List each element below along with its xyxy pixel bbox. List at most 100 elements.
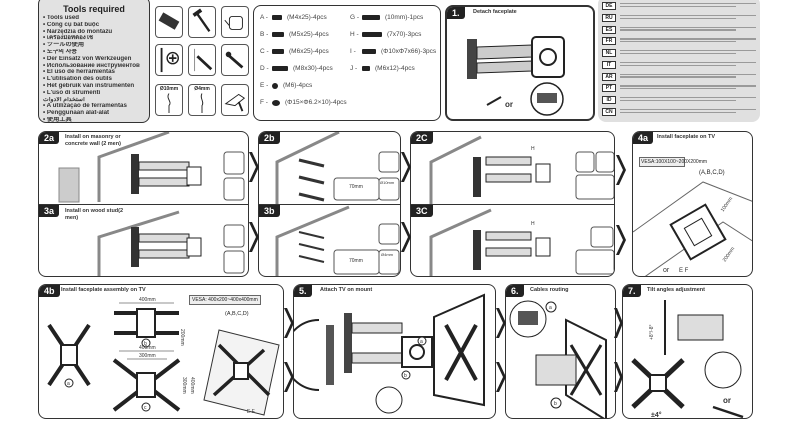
- tools-title: Tools required: [63, 4, 125, 14]
- arrow-icon: [616, 155, 626, 185]
- step-2b-3b-panel: 2b 3b 70mm Ø10mm 70mm Ø4mm: [258, 131, 401, 277]
- step-tag: 4a: [633, 132, 654, 144]
- tool-icons-grid: Ø10mm Ø4mm: [155, 6, 250, 121]
- pencil-icon: [188, 44, 216, 76]
- step-2a-3a-panel: 2a Install on masonry or concrete wall (…: [38, 131, 249, 277]
- disclaimer-row: PT: [602, 84, 756, 94]
- part-spec: (M4x25)-4pcs: [287, 14, 327, 21]
- screw-icon: [272, 32, 284, 37]
- part-item: G -(10mm)-1pcs: [350, 14, 423, 21]
- dimension-label: 70mm: [349, 184, 363, 190]
- part-spec: (M6x12)-4pcs: [375, 65, 415, 72]
- language-code: ID: [602, 96, 616, 105]
- tool-language-item: • Narzędzia do montażu: [43, 28, 113, 35]
- part-item: F -(Φ15×Φ6.2×10)-4pcs: [260, 99, 347, 106]
- callout-label: a: [549, 305, 552, 311]
- power-drill-icon: [221, 84, 249, 116]
- callout-label: b: [404, 373, 407, 379]
- tools-list: • Tools used• Công cụ bắt buộc• Narzędzi…: [43, 15, 145, 123]
- screw-icon: [362, 66, 370, 71]
- drill-holes-illustration: 70mm Ø10mm 70mm Ø4mm: [275, 132, 400, 276]
- tool-language-item: • Использование инструментов: [43, 62, 140, 69]
- rotation-angle-label: ±4°: [651, 411, 662, 419]
- language-code: PT: [602, 84, 616, 93]
- tool-language-item: • L'uso di strumenti: [43, 89, 101, 96]
- tilt-angle-label: +8°/-8°: [649, 324, 655, 340]
- part-item: C -(M6x25)-4pcs: [260, 48, 329, 55]
- part-item: E -(M6)-4pcs: [260, 82, 312, 89]
- tool-language-item: • 使用工具: [43, 116, 72, 123]
- part-key: B -: [260, 31, 269, 38]
- disclaimer-text-lines: [620, 14, 756, 21]
- screw-icon: [272, 49, 284, 54]
- disclaimer-row: NL: [602, 49, 756, 59]
- variant-label: c: [144, 405, 147, 411]
- socket-wrench-icon: [221, 44, 249, 76]
- vesa-callout: VESA:100X100~200X200mm: [639, 157, 708, 167]
- faceplate-on-tv-illustration: 100mm 200mm E F or: [633, 181, 752, 276]
- variant-label: a: [67, 381, 70, 387]
- variant-label: b: [144, 341, 147, 347]
- disclaimer-row: DE: [602, 2, 756, 12]
- dimension-label: 100mm: [720, 196, 734, 213]
- disclaimer-text-lines: [620, 84, 756, 91]
- screws-label: (A,B,C,D): [225, 311, 249, 317]
- drill-bit-label: Ø4mm: [381, 252, 394, 257]
- tool-language-item: • Penggunaan alat-alat: [43, 110, 110, 117]
- tool-language-item: • Het gebruik van instrumenten: [43, 82, 135, 89]
- step-title: Install on masonry or concrete wall (2 m…: [65, 134, 121, 147]
- screw-icon: [272, 15, 282, 20]
- tape-measure-icon: [221, 6, 249, 38]
- step-7-panel: 7. Tilt angles adjustment +8°/-8° ±4° or: [622, 284, 753, 419]
- screw-icon: [362, 49, 376, 54]
- disclaimer-row: IT: [602, 60, 756, 71]
- dimension-label: 200mm: [722, 246, 736, 263]
- part-key: J -: [350, 65, 358, 72]
- part-item: A - (M4x25)-4pcs: [260, 14, 327, 21]
- step-4b-panel: 4b Install faceplate assembly on TV VESA…: [38, 284, 284, 419]
- screw-icon: [362, 32, 382, 37]
- step-tag: 5.: [294, 285, 312, 297]
- step-title: Attach TV on mount: [320, 287, 373, 293]
- language-code: CN: [602, 108, 616, 117]
- screw-icon: [272, 82, 278, 89]
- disclaimer-text-lines: [620, 26, 756, 33]
- tool-language-item: • ツールの使用: [43, 42, 85, 49]
- part-item: I -(Φ10xΦ7x66)-3pcs: [350, 48, 436, 55]
- screw-icon: [272, 66, 288, 71]
- dimension-label: 400mm: [189, 377, 195, 394]
- step-tag: 2b: [259, 132, 280, 144]
- disclaimer-text-lines: [620, 73, 756, 80]
- dimension-label: 200mm: [179, 329, 185, 346]
- step-tag: 7.: [623, 285, 641, 297]
- ef-label: E F: [679, 268, 689, 274]
- disclaimer-row: RU: [602, 13, 756, 24]
- screw-icon: [362, 15, 380, 20]
- language-code: DE: [602, 2, 616, 10]
- language-code: IT: [602, 60, 616, 69]
- part-key: D -: [260, 65, 269, 72]
- disclaimer-text-lines: [620, 2, 756, 9]
- part-spec: (7x70)-3pcs: [387, 31, 422, 38]
- part-spec: (M8x30)-4pcs: [293, 65, 333, 72]
- tools-required-box: Tools required • Tools used• Công cụ bắt…: [38, 0, 150, 123]
- disclaimer-text-lines: [620, 37, 756, 44]
- part-key: I -: [350, 48, 356, 55]
- step-title: Detach faceplate: [473, 9, 517, 15]
- part-spec: (M6x25)-4pcs: [289, 48, 329, 55]
- part-spec: (M6)-4pcs: [283, 82, 313, 89]
- disclaimer-row: AR: [602, 72, 756, 83]
- part-label: H: [531, 146, 535, 152]
- part-key: A -: [260, 14, 268, 21]
- detach-faceplate-illustration: or: [467, 36, 565, 116]
- part-item: D - (M8x30)-4pcs: [260, 65, 333, 72]
- step-title: Cables routing: [530, 287, 569, 293]
- language-code: NL: [602, 49, 616, 58]
- part-key: H -: [350, 31, 359, 38]
- drill-bit-10mm-icon: Ø10mm: [155, 84, 183, 116]
- tool-language-item: • Der Einsatz von Werkzeugen: [43, 55, 132, 62]
- disclaimer-text-lines: [620, 108, 756, 115]
- step-tag: 3a: [39, 205, 60, 217]
